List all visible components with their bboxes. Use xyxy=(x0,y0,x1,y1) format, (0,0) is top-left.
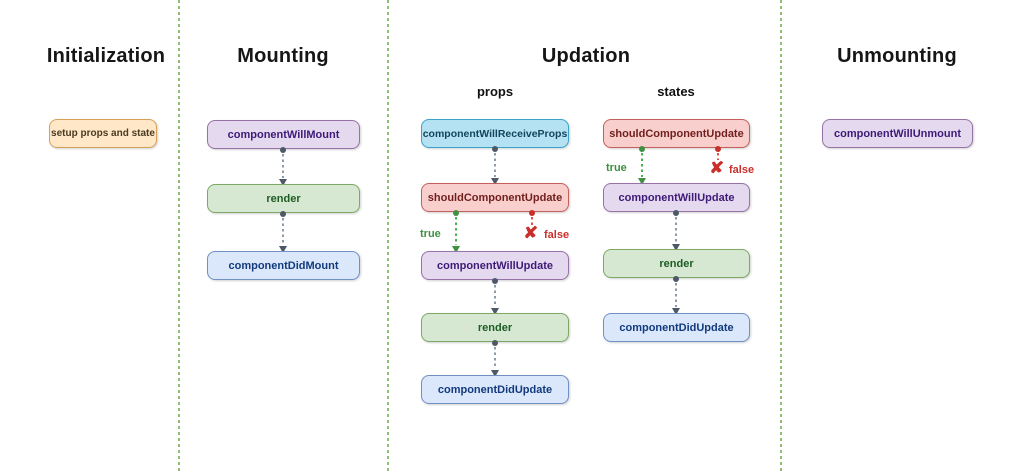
arrow-dashed-line xyxy=(494,285,496,307)
node-componentwillmount: componentWillMount xyxy=(207,120,360,149)
false-branch-arrow-icon xyxy=(713,146,723,161)
arrowhead-icon xyxy=(672,244,680,251)
true-branch-arrow-icon xyxy=(451,210,461,253)
arrowhead-icon xyxy=(491,370,499,377)
arrow-down-icon xyxy=(278,147,288,186)
node-render: render xyxy=(421,313,569,342)
section-title-mounting: Mounting xyxy=(237,45,329,67)
true-branch-label: true xyxy=(420,228,441,240)
arrow-dashed-line xyxy=(282,218,284,245)
section-divider xyxy=(387,0,389,473)
arrow-down-icon xyxy=(671,210,681,251)
arrow-start-dot-icon xyxy=(639,146,645,152)
arrow-dashed-line xyxy=(675,217,677,243)
arrow-start-dot-icon xyxy=(492,278,498,284)
arrowhead-icon xyxy=(491,178,499,185)
arrow-dashed-line xyxy=(641,153,643,177)
node-setup-props-and-state: setup props and state xyxy=(49,119,157,148)
false-branch-label: false xyxy=(729,164,755,176)
false-branch-arrow-icon xyxy=(527,210,537,226)
section-divider xyxy=(780,0,782,473)
arrowhead-icon xyxy=(452,246,460,253)
arrowhead-icon xyxy=(638,178,646,185)
true-branch-arrow-icon xyxy=(637,146,647,185)
arrow-start-dot-icon xyxy=(673,276,679,282)
arrow-dashed-line xyxy=(675,283,677,307)
section-divider xyxy=(178,0,180,473)
node-componentwillupdate: componentWillUpdate xyxy=(603,183,750,212)
arrow-down-icon xyxy=(490,278,500,315)
arrow-dashed-line xyxy=(494,153,496,177)
arrow-start-dot-icon xyxy=(280,147,286,153)
arrow-down-icon xyxy=(671,276,681,315)
arrowhead-icon xyxy=(279,179,287,186)
arrow-start-dot-icon xyxy=(715,146,721,152)
node-shouldcomponentupdate: shouldComponentUpdate xyxy=(603,119,750,148)
node-shouldcomponentupdate: shouldComponentUpdate xyxy=(421,183,569,212)
arrow-dashed-line xyxy=(494,347,496,369)
node-componentdidupdate: componentDidUpdate xyxy=(603,313,750,342)
section-title-initialization: Initialization xyxy=(46,45,166,67)
node-componentdidmount: componentDidMount xyxy=(207,251,360,280)
arrow-dashed-line xyxy=(531,217,533,225)
node-render: render xyxy=(207,184,360,213)
arrow-down-icon xyxy=(490,340,500,377)
section-title-unmounting: Unmounting xyxy=(837,45,957,67)
arrowhead-icon xyxy=(491,308,499,315)
arrow-start-dot-icon xyxy=(529,210,535,216)
arrow-dashed-line xyxy=(282,154,284,178)
node-componentwillupdate: componentWillUpdate xyxy=(421,251,569,280)
node-render: render xyxy=(603,249,750,278)
arrowhead-icon xyxy=(672,308,680,315)
false-branch-label: false xyxy=(544,229,570,241)
arrow-down-icon xyxy=(278,211,288,253)
arrow-start-dot-icon xyxy=(492,340,498,346)
section-title-updation: Updation xyxy=(541,45,631,67)
arrow-start-dot-icon xyxy=(492,146,498,152)
arrow-start-dot-icon xyxy=(280,211,286,217)
false-x-icon: ✘ xyxy=(709,160,725,177)
arrow-start-dot-icon xyxy=(453,210,459,216)
false-x-icon: ✘ xyxy=(523,225,539,242)
arrow-down-icon xyxy=(490,146,500,185)
arrowhead-icon xyxy=(279,246,287,253)
true-branch-label: true xyxy=(606,162,627,174)
node-componentwillunmount: componentWillUnmount xyxy=(822,119,973,148)
arrow-dashed-line xyxy=(717,153,719,160)
arrow-start-dot-icon xyxy=(673,210,679,216)
arrow-dashed-line xyxy=(455,217,457,245)
node-componentdidupdate: componentDidUpdate xyxy=(421,375,569,404)
column-label-states: states xyxy=(657,84,695,99)
node-componentwillreceiveprops: componentWillReceiveProps xyxy=(421,119,569,148)
column-label-props: props xyxy=(476,84,514,99)
